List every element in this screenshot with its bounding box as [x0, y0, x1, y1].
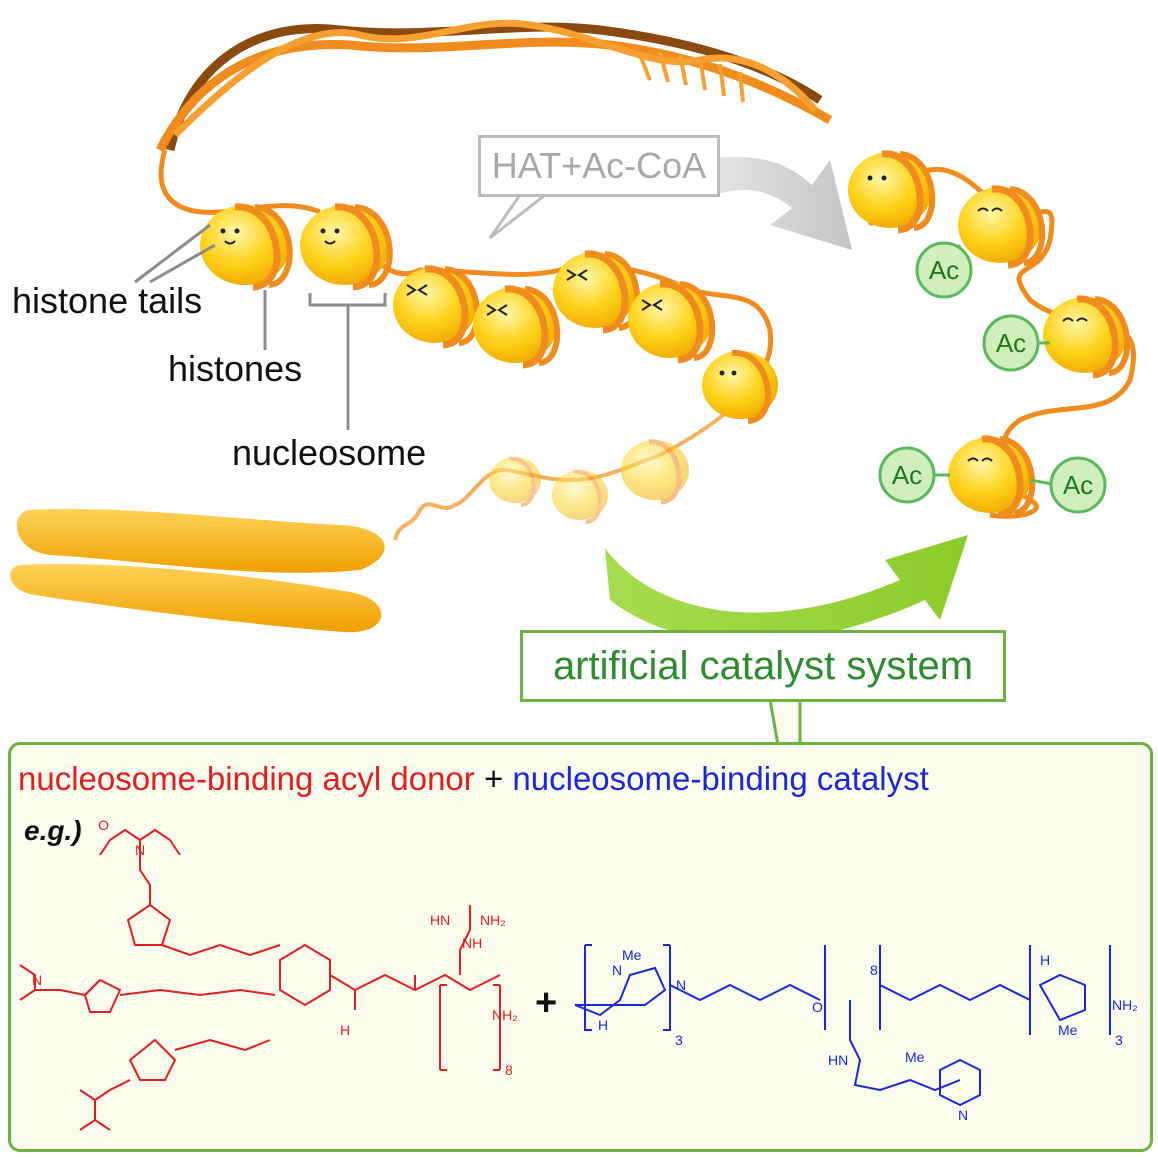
chem-red-atom: HN: [430, 912, 450, 928]
ac-label: Ac: [996, 328, 1026, 358]
chem-red-atom: H: [340, 1022, 350, 1038]
chem-red-atom: O: [98, 817, 109, 833]
panel-headline: nucleosome-binding acyl donor + nucleoso…: [18, 760, 929, 798]
chem-blue-atom: N: [612, 962, 622, 978]
plus-sign: +: [483, 760, 504, 797]
chem-blue-sub: 8: [870, 962, 878, 978]
chem-blue-atom: Me: [622, 947, 642, 963]
chem-blue-atom: HN: [828, 1052, 848, 1068]
chem-blue-atom: N: [958, 1107, 968, 1123]
acyl-donor-title: nucleosome-binding acyl donor: [18, 760, 475, 797]
hat-arrow: [700, 156, 852, 250]
chem-blue-atom: H: [598, 1017, 608, 1033]
nucleosome-group-right: [848, 150, 1131, 519]
acyl-donor-structure: O N N HN NH₂ NH H NH₂ 8: [19, 817, 518, 1131]
ac-label: Ac: [892, 460, 922, 490]
chem-plus: +: [535, 982, 557, 1024]
artificial-catalyst-box: artificial catalyst system: [520, 630, 1006, 702]
histone-tails-label: histone tails: [12, 280, 203, 321]
chem-blue-atom: H: [1040, 952, 1050, 968]
chromosome: [10, 508, 385, 633]
example-label: e.g.): [24, 815, 82, 846]
nucleosome-group-left: [200, 203, 778, 524]
ac-label: Ac: [1063, 470, 1093, 500]
chem-blue-atom: O: [812, 999, 823, 1015]
chem-red-atom: NH₂: [492, 1007, 518, 1023]
chem-blue-atom: N: [676, 977, 686, 993]
histones-label: histones: [168, 348, 303, 389]
acetyl-tag: Ac: [878, 446, 950, 504]
chem-red-sub: 8: [505, 1062, 513, 1078]
acetyl-tag: Ac: [982, 314, 1050, 372]
hat-acoa-box: HAT+Ac-CoA: [478, 135, 720, 197]
chem-blue-atom: NH₂: [1112, 997, 1138, 1013]
reagent-panel: [8, 742, 1153, 1152]
acetyl-tag: Ac: [915, 241, 973, 299]
chem-blue-atom: Me: [905, 1049, 925, 1065]
nucleosome-label: nucleosome: [232, 432, 427, 473]
chem-red-atom: N: [32, 972, 42, 988]
chem-blue-atom: Me: [1058, 1022, 1078, 1038]
acetyl-tag: Ac: [1029, 456, 1107, 514]
catalyst-structure: Me N H 3 N O 8 HN Me N H Me NH₂ 3: [574, 944, 1138, 1123]
annotation-lines: [134, 223, 387, 430]
dna-helix: [155, 19, 833, 153]
ac-label: Ac: [929, 255, 959, 285]
catalyst-title: nucleosome-binding catalyst: [512, 760, 929, 797]
chem-blue-sub: 3: [1115, 1032, 1123, 1048]
catalyst-arrow: [605, 535, 968, 642]
chem-red-atom: NH: [462, 935, 482, 951]
chem-blue-sub: 3: [675, 1032, 683, 1048]
chem-red-atom: N: [135, 842, 145, 858]
chem-red-atom: NH₂: [480, 912, 506, 928]
